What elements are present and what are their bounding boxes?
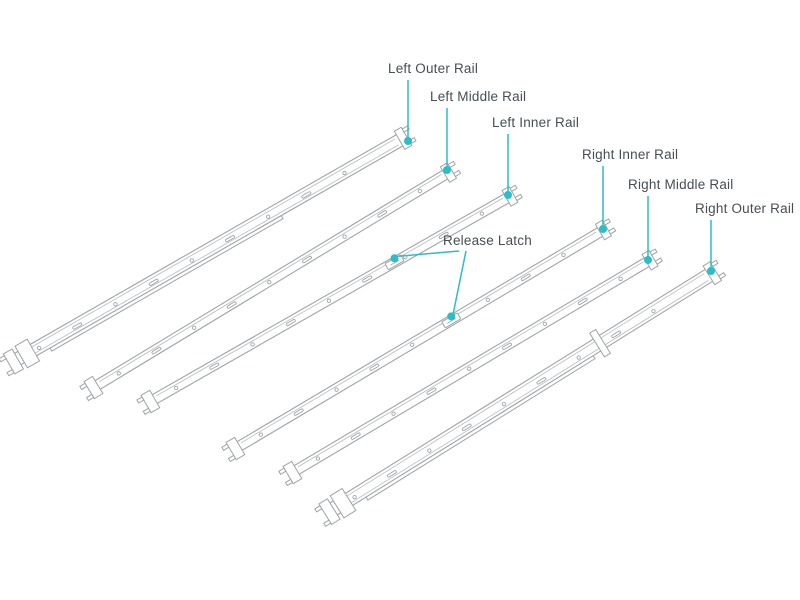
label-left-outer-rail: Left Outer Rail <box>388 61 479 76</box>
leader-dot-right-middle-rail <box>644 256 652 264</box>
right-outer-rail-drawing <box>314 259 727 528</box>
left-outer-rail-drawing <box>0 125 417 377</box>
leader-line-release-latch-right <box>452 250 467 314</box>
leader-dot-release-latch-left <box>390 254 399 263</box>
leader-line-release-latch-left <box>398 250 460 258</box>
left-middle-rail-drawing <box>79 160 462 402</box>
label-release-latch: Release Latch <box>443 233 532 248</box>
label-right-outer-rail: Right Outer Rail <box>695 201 795 216</box>
leader-dot-release-latch-right <box>447 312 456 321</box>
leader-dot-left-outer-rail <box>404 137 412 145</box>
leader-dot-left-middle-rail <box>443 166 451 174</box>
leader-dot-left-inner-rail <box>504 191 512 199</box>
label-right-inner-rail: Right Inner Rail <box>582 147 679 162</box>
leader-dot-right-outer-rail <box>707 267 715 275</box>
right-middle-rail-drawing <box>278 248 663 487</box>
leader-dot-right-inner-rail <box>599 225 607 233</box>
label-left-middle-rail: Left Middle Rail <box>430 89 527 104</box>
rails-layer <box>0 125 727 528</box>
left-inner-rail-drawing <box>136 184 523 416</box>
label-left-inner-rail: Left Inner Rail <box>492 115 580 130</box>
label-right-middle-rail: Right Middle Rail <box>628 177 734 192</box>
leader-lines-layer <box>390 80 715 321</box>
